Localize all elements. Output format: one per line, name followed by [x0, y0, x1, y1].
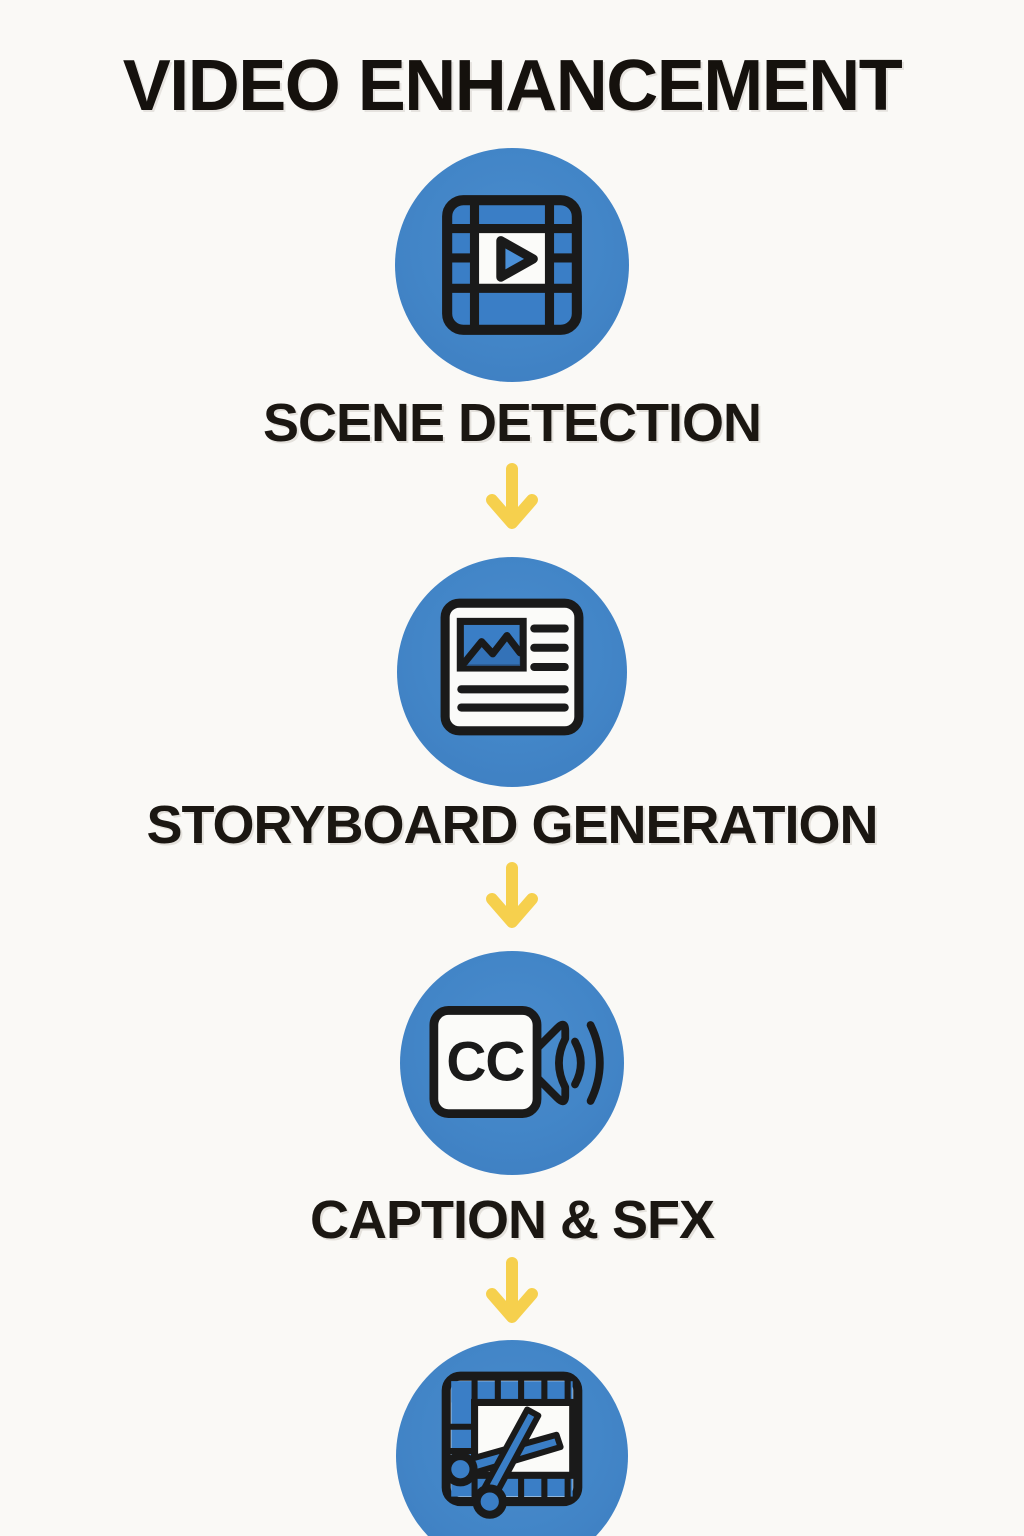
- step-circle-film-trim: [396, 1340, 628, 1536]
- cc-text: CC: [446, 1031, 524, 1093]
- down-arrow-icon: [486, 463, 538, 529]
- step-label-scene-detection: SCENE DETECTION: [262, 393, 762, 453]
- step-label-caption-sfx: CAPTION & SFX: [309, 1190, 715, 1250]
- step-circle-scene-detection: [395, 148, 629, 382]
- poster-title: VIDEO ENHANCEMENT: [122, 46, 903, 126]
- film-trim-scissors-icon: [441, 1371, 583, 1519]
- step-label-storyboard-generation: STORYBOARD GENERATION: [146, 795, 878, 855]
- storyboard-document-icon: [440, 598, 584, 736]
- step-circle-storyboard-generation: [397, 557, 627, 787]
- down-arrow-icon: [486, 1257, 538, 1323]
- closed-caption-speaker-icon: CC: [429, 1006, 604, 1118]
- step-circle-caption-sfx: CC: [400, 951, 624, 1175]
- film-play-icon: [442, 195, 582, 335]
- down-arrow-icon: [486, 862, 538, 928]
